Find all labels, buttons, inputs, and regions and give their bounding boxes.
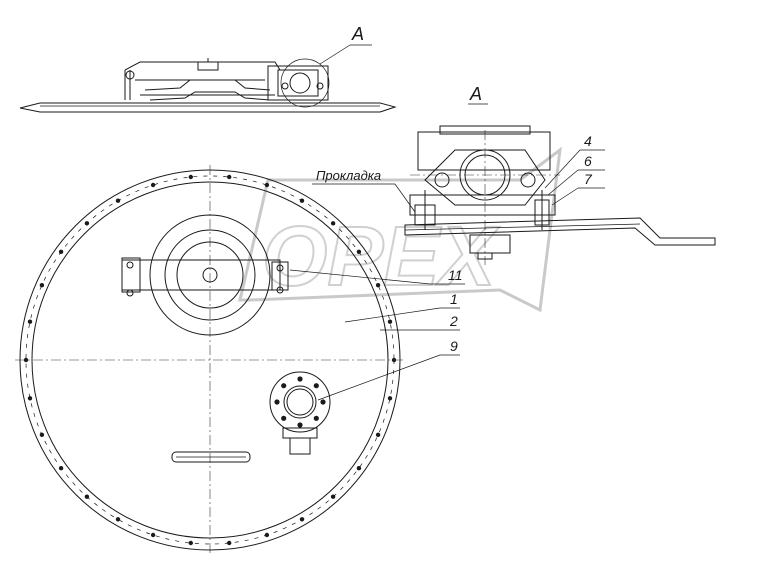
rim-bolt-hole: [58, 466, 64, 471]
side-view: А: [19, 24, 397, 113]
plan-view: 1 2 9 11: [15, 165, 465, 555]
callout-gasket: Прокладка: [316, 168, 381, 183]
flange-bolt-hole: [281, 383, 287, 389]
flange-bolt-hole: [297, 422, 303, 428]
callout-6: 6: [584, 153, 592, 169]
rim-bolt-hole: [375, 432, 381, 437]
detail-view-a: А 4 6 7 Прокладка: [312, 84, 716, 265]
rim-bolt-hole: [299, 198, 305, 203]
flange-bolt-hole: [281, 415, 287, 421]
rim-bolt-hole: [387, 396, 393, 401]
rim-bolt-hole: [39, 283, 45, 288]
rim-bolt-hole: [330, 221, 336, 226]
flange-bolt-hole: [297, 376, 303, 382]
flange-bolt-hole: [313, 415, 319, 421]
rim-bolt-hole: [150, 182, 156, 188]
rim-bolt-hole: [27, 319, 33, 324]
rim-bolt-hole: [84, 221, 90, 226]
callout-7: 7: [584, 171, 593, 187]
rim-bolt-hole: [39, 432, 45, 437]
callout-2: 2: [449, 313, 458, 329]
rim-bolt-hole: [227, 540, 232, 546]
rim-bolt-hole: [227, 174, 232, 180]
rim-bolt-hole: [58, 249, 64, 254]
rim-bolt-hole: [188, 540, 193, 546]
flange-holes: [274, 376, 326, 428]
flange-bolt-hole: [274, 399, 280, 405]
rim-bolt-hole: [150, 532, 156, 538]
rim-bolt-hole: [264, 182, 270, 188]
rim-bolt-hole: [23, 357, 29, 363]
rim-bolt-hole: [356, 249, 362, 254]
rim-bolt-hole: [188, 174, 193, 180]
rim-bolt-hole: [264, 532, 270, 538]
rim-bolt-hole: [387, 319, 393, 324]
callout-4: 4: [584, 133, 592, 149]
flange-bolt-hole: [313, 383, 319, 389]
rim-bolt-hole: [84, 494, 90, 499]
callout-9: 9: [450, 338, 458, 354]
rim-bolt-hole: [299, 517, 305, 522]
callout-11: 11: [448, 267, 463, 283]
rim-bolt-hole: [115, 198, 121, 203]
view-label-top: А: [351, 24, 364, 44]
rim-bolt-hole: [115, 517, 121, 522]
rim-holes: [23, 174, 397, 546]
rim-bolt-hole: [356, 466, 362, 471]
rim-bolt-hole: [375, 283, 381, 288]
watermark-logo: OPEX: [238, 146, 562, 313]
flange-bolt-hole: [320, 399, 326, 405]
view-label-detail: А: [469, 84, 482, 104]
callout-1: 1: [450, 291, 458, 307]
rim-bolt-hole: [27, 396, 33, 401]
rim-bolt-hole: [330, 494, 336, 499]
watermark-text: OPEX: [262, 209, 500, 303]
